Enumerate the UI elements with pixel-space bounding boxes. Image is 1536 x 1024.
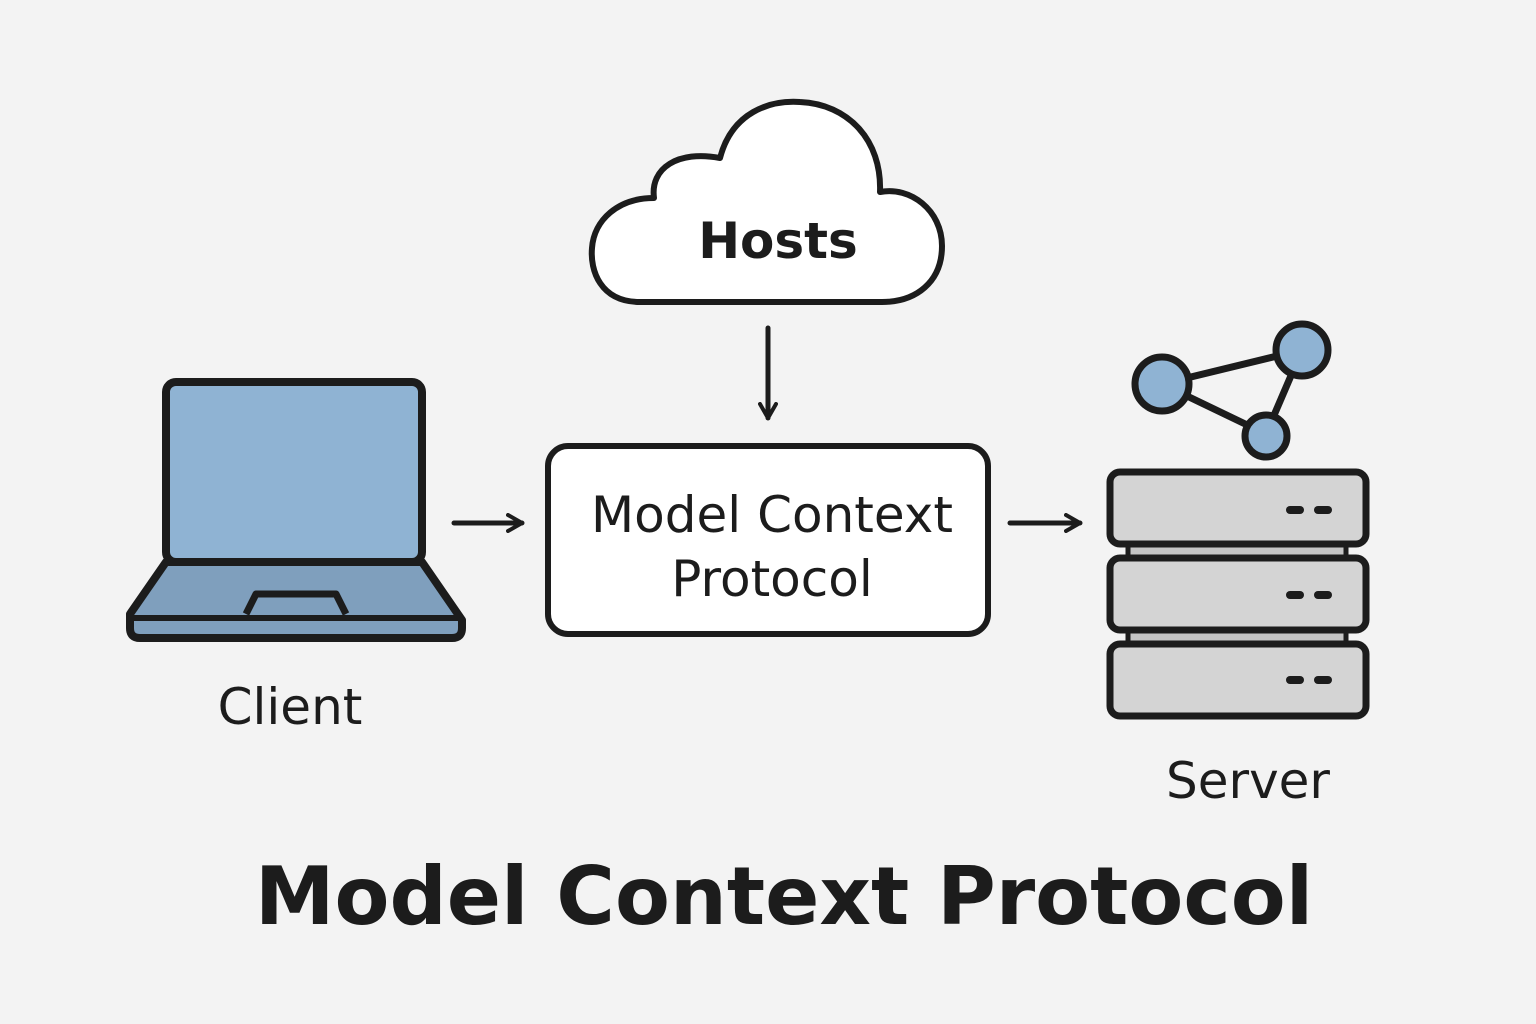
server-label: Server xyxy=(1166,752,1330,810)
server-stack-icon xyxy=(1106,468,1370,720)
network-node-1 xyxy=(1131,353,1193,415)
client-label: Client xyxy=(218,678,363,736)
laptop-icon xyxy=(126,378,466,642)
network-nodes-icon xyxy=(1131,320,1332,461)
laptop-screen xyxy=(162,378,426,566)
protocol-box: Model Context Protocol xyxy=(545,443,991,637)
server-unit-1 xyxy=(1106,468,1370,548)
cloud-icon xyxy=(588,98,945,305)
server-unit-3 xyxy=(1106,640,1370,720)
hosts-cloud: Hosts xyxy=(588,98,945,305)
hosts-label: Hosts xyxy=(698,212,858,270)
protocol-box-line2: Protocol xyxy=(671,550,873,608)
page-title: Model Context Protocol xyxy=(255,850,1313,943)
server-unit-2 xyxy=(1106,554,1370,634)
network-node-3 xyxy=(1241,411,1291,461)
network-node-2 xyxy=(1272,320,1332,380)
server-indicator-lights xyxy=(1286,506,1332,684)
laptop-touchpad xyxy=(242,590,350,616)
laptop-base xyxy=(126,558,466,642)
protocol-box-frame xyxy=(545,443,991,637)
protocol-box-line1: Model Context xyxy=(591,486,953,544)
